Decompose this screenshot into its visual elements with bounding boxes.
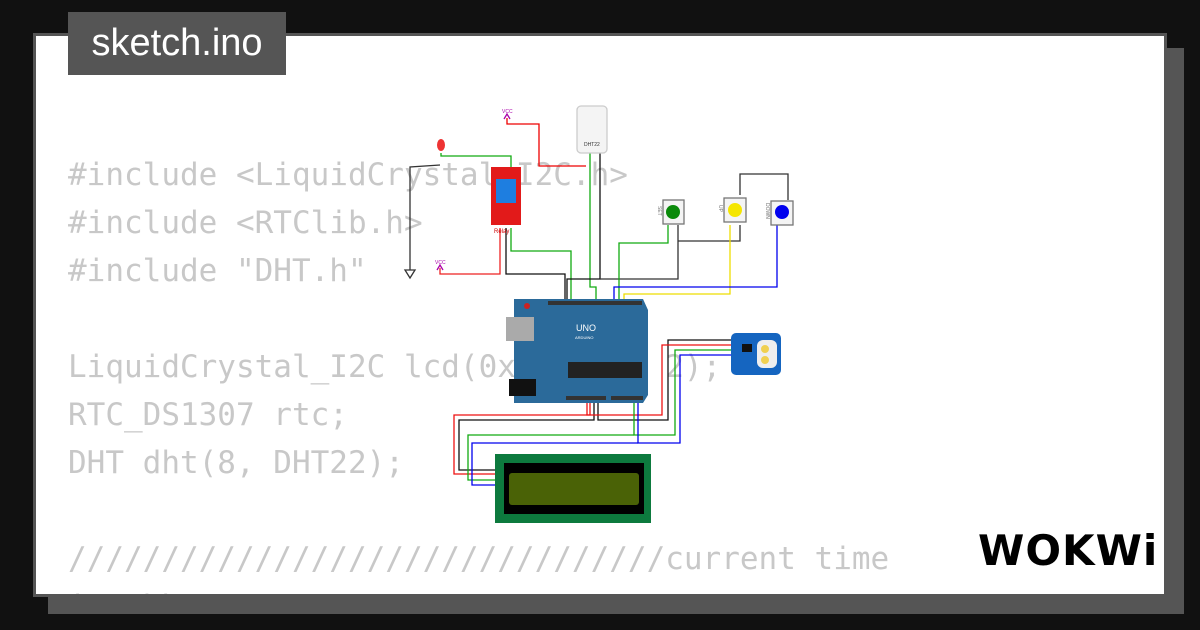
arduino-label: UNO (576, 323, 596, 333)
wires (409, 118, 789, 486)
vcc-symbol: VCC (502, 109, 513, 120)
code-line: DHT dht(8, DHT22); (68, 445, 404, 481)
ground-icon (403, 269, 417, 280)
relay-label: Relay (494, 229, 509, 235)
rtc-module[interactable] (731, 333, 781, 375)
code-line: #include <LiquidCrystal_I2C.h> (68, 157, 628, 193)
wokwi-logo: WOKWi (978, 526, 1159, 575)
arduino-uno[interactable]: UNO ARDUINO (506, 299, 648, 403)
button-label: DOWN (764, 203, 770, 219)
relay-module[interactable]: Relay (491, 167, 521, 235)
led[interactable] (437, 139, 445, 151)
vcc-symbol: VCC (435, 260, 446, 271)
arduino-brand: ARDUINO (575, 335, 593, 340)
code-line: #include <RTClib.h> (68, 205, 423, 241)
button-label: SET (656, 206, 662, 216)
code-line: RTC_DS1307 rtc; (68, 397, 348, 433)
lcd-display[interactable] (495, 454, 651, 523)
code-line: #include "DHT.h" (68, 253, 367, 289)
code-line: ////////////////////////////////current … (68, 541, 890, 577)
code-preview: #include <LiquidCrystal_I2C.h> #include … (68, 151, 890, 594)
button-label: UP (717, 205, 723, 213)
button-up[interactable]: UP (717, 197, 747, 223)
dht-label: DHT22 (584, 142, 600, 148)
code-line: int hh = 0; (68, 589, 273, 594)
dht22-sensor[interactable]: DHT22 (576, 105, 608, 154)
sketch-filename-tab: sketch.ino (68, 12, 286, 75)
button-set[interactable]: SET (656, 199, 685, 225)
vcc-label: VCC (435, 260, 446, 266)
vcc-label: VCC (502, 109, 513, 115)
button-down[interactable]: DOWN (764, 200, 794, 226)
